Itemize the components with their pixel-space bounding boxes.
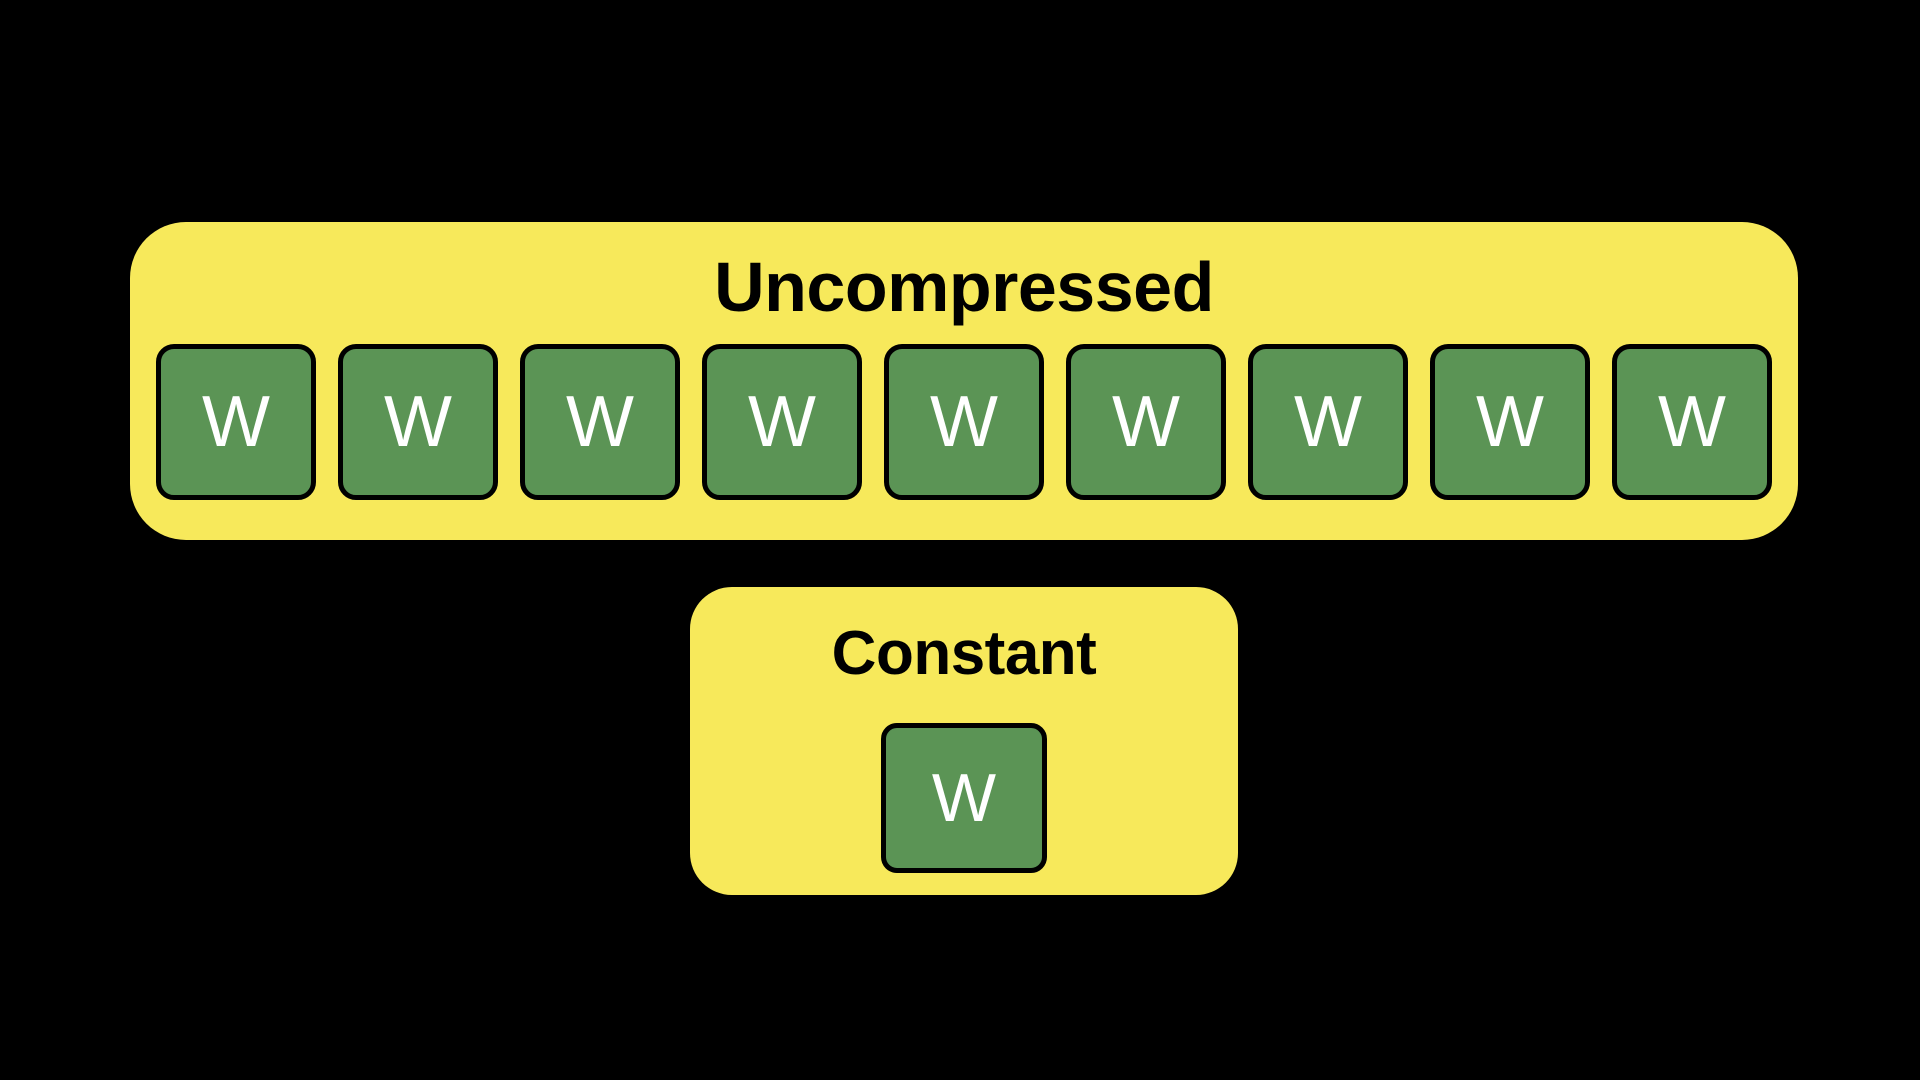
weight-cell: W [156, 344, 316, 500]
weight-cell-label: W [384, 382, 452, 462]
weight-cell-label: W [1476, 382, 1544, 462]
weight-cell: W [702, 344, 862, 500]
weight-cell-label: W [748, 382, 816, 462]
group-title-constant: Constant [831, 619, 1097, 688]
weight-cell: W [520, 344, 680, 500]
group-panel-constant: Constant W [690, 587, 1238, 895]
weight-cell-label: W [566, 382, 634, 462]
weight-cell: W [884, 344, 1044, 500]
weight-cell-label: W [202, 382, 270, 462]
weight-cell: W [1248, 344, 1408, 500]
weight-cell: W [338, 344, 498, 500]
weight-cell-label: W [1658, 382, 1726, 462]
weight-cell: W [1066, 344, 1226, 500]
weight-cell-row-uncompressed: W W W W W W W W W [156, 344, 1772, 500]
weight-cell: W [881, 723, 1047, 873]
weight-cell-label: W [1294, 382, 1362, 462]
weight-cell-row-constant: W [881, 723, 1047, 873]
weight-cell: W [1612, 344, 1772, 500]
group-title-uncompressed: Uncompressed [714, 248, 1214, 326]
group-panel-uncompressed: Uncompressed W W W W W W W [130, 222, 1798, 540]
weight-cell-label: W [1112, 382, 1180, 462]
weight-cell: W [1430, 344, 1590, 500]
weight-cell-label: W [930, 382, 998, 462]
weight-cell-label: W [931, 760, 997, 836]
